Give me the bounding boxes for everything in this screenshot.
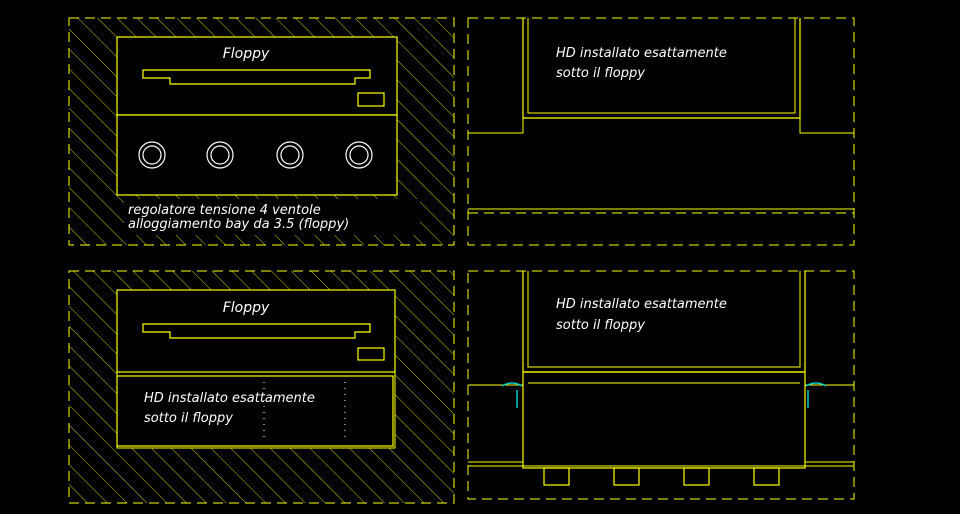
floppy-label: Floppy (223, 46, 270, 62)
hd-label-line-1: HD installato esattamente (556, 46, 727, 61)
floppy-label: Floppy (223, 300, 270, 316)
floppy-slot-icon (142, 323, 371, 339)
panel-bottom-left: Floppy HD installato esattamente sotto i… (68, 270, 455, 504)
hard-disk-outer (116, 371, 396, 449)
bay-frame-top-right (467, 17, 855, 246)
floppy-drive (116, 289, 396, 373)
mount-clip-icon (805, 382, 827, 408)
floppy-slot-icon (142, 69, 371, 85)
rail-left (468, 118, 524, 134)
hd-inner-outline (527, 18, 796, 114)
fan-controller (116, 114, 398, 196)
panel-top-left: Floppy regolatore tensione 4 ventole all… (68, 17, 455, 246)
hd-upper-inner (527, 271, 801, 368)
fan-knob-icon (206, 141, 234, 169)
panel-top-right: HD installato esattamente sotto il flopp… (467, 17, 855, 246)
fan-knob-icon (683, 467, 710, 486)
caption-line-1: regolatore tensione 4 ventole (128, 203, 321, 218)
fan-knob-icon (613, 467, 640, 486)
panel-bottom-right: HD installato esattamente sotto il flopp… (467, 270, 855, 500)
hd-label-line-1: HD installato esattamente (144, 391, 315, 406)
fan-knob-icon (276, 141, 304, 169)
floppy-drive (116, 36, 398, 116)
fan-knob-icon (345, 141, 373, 169)
drive-led-icon (357, 347, 385, 361)
hd-label-line-2: sotto il floppy (556, 66, 645, 81)
bay-frame-top (68, 17, 455, 246)
hd-outline (522, 18, 801, 119)
hd-label-line-2: sotto il floppy (556, 318, 645, 333)
fan-knob-icon (543, 467, 570, 486)
fan-knob-icon (753, 467, 780, 486)
fan-controller-side (522, 371, 806, 469)
hd-label-line-1: HD installato esattamente (556, 297, 727, 312)
caption-line-2: alloggiamento bay da 3.5 (floppy) (128, 217, 349, 232)
rail-right (799, 118, 854, 134)
bay-frame-bottom (68, 270, 455, 504)
drive-led-icon (357, 92, 385, 107)
mount-clip-icon (501, 382, 523, 408)
fan-knob-icon (138, 141, 166, 169)
hd-label-line-2: sotto il floppy (144, 411, 233, 426)
